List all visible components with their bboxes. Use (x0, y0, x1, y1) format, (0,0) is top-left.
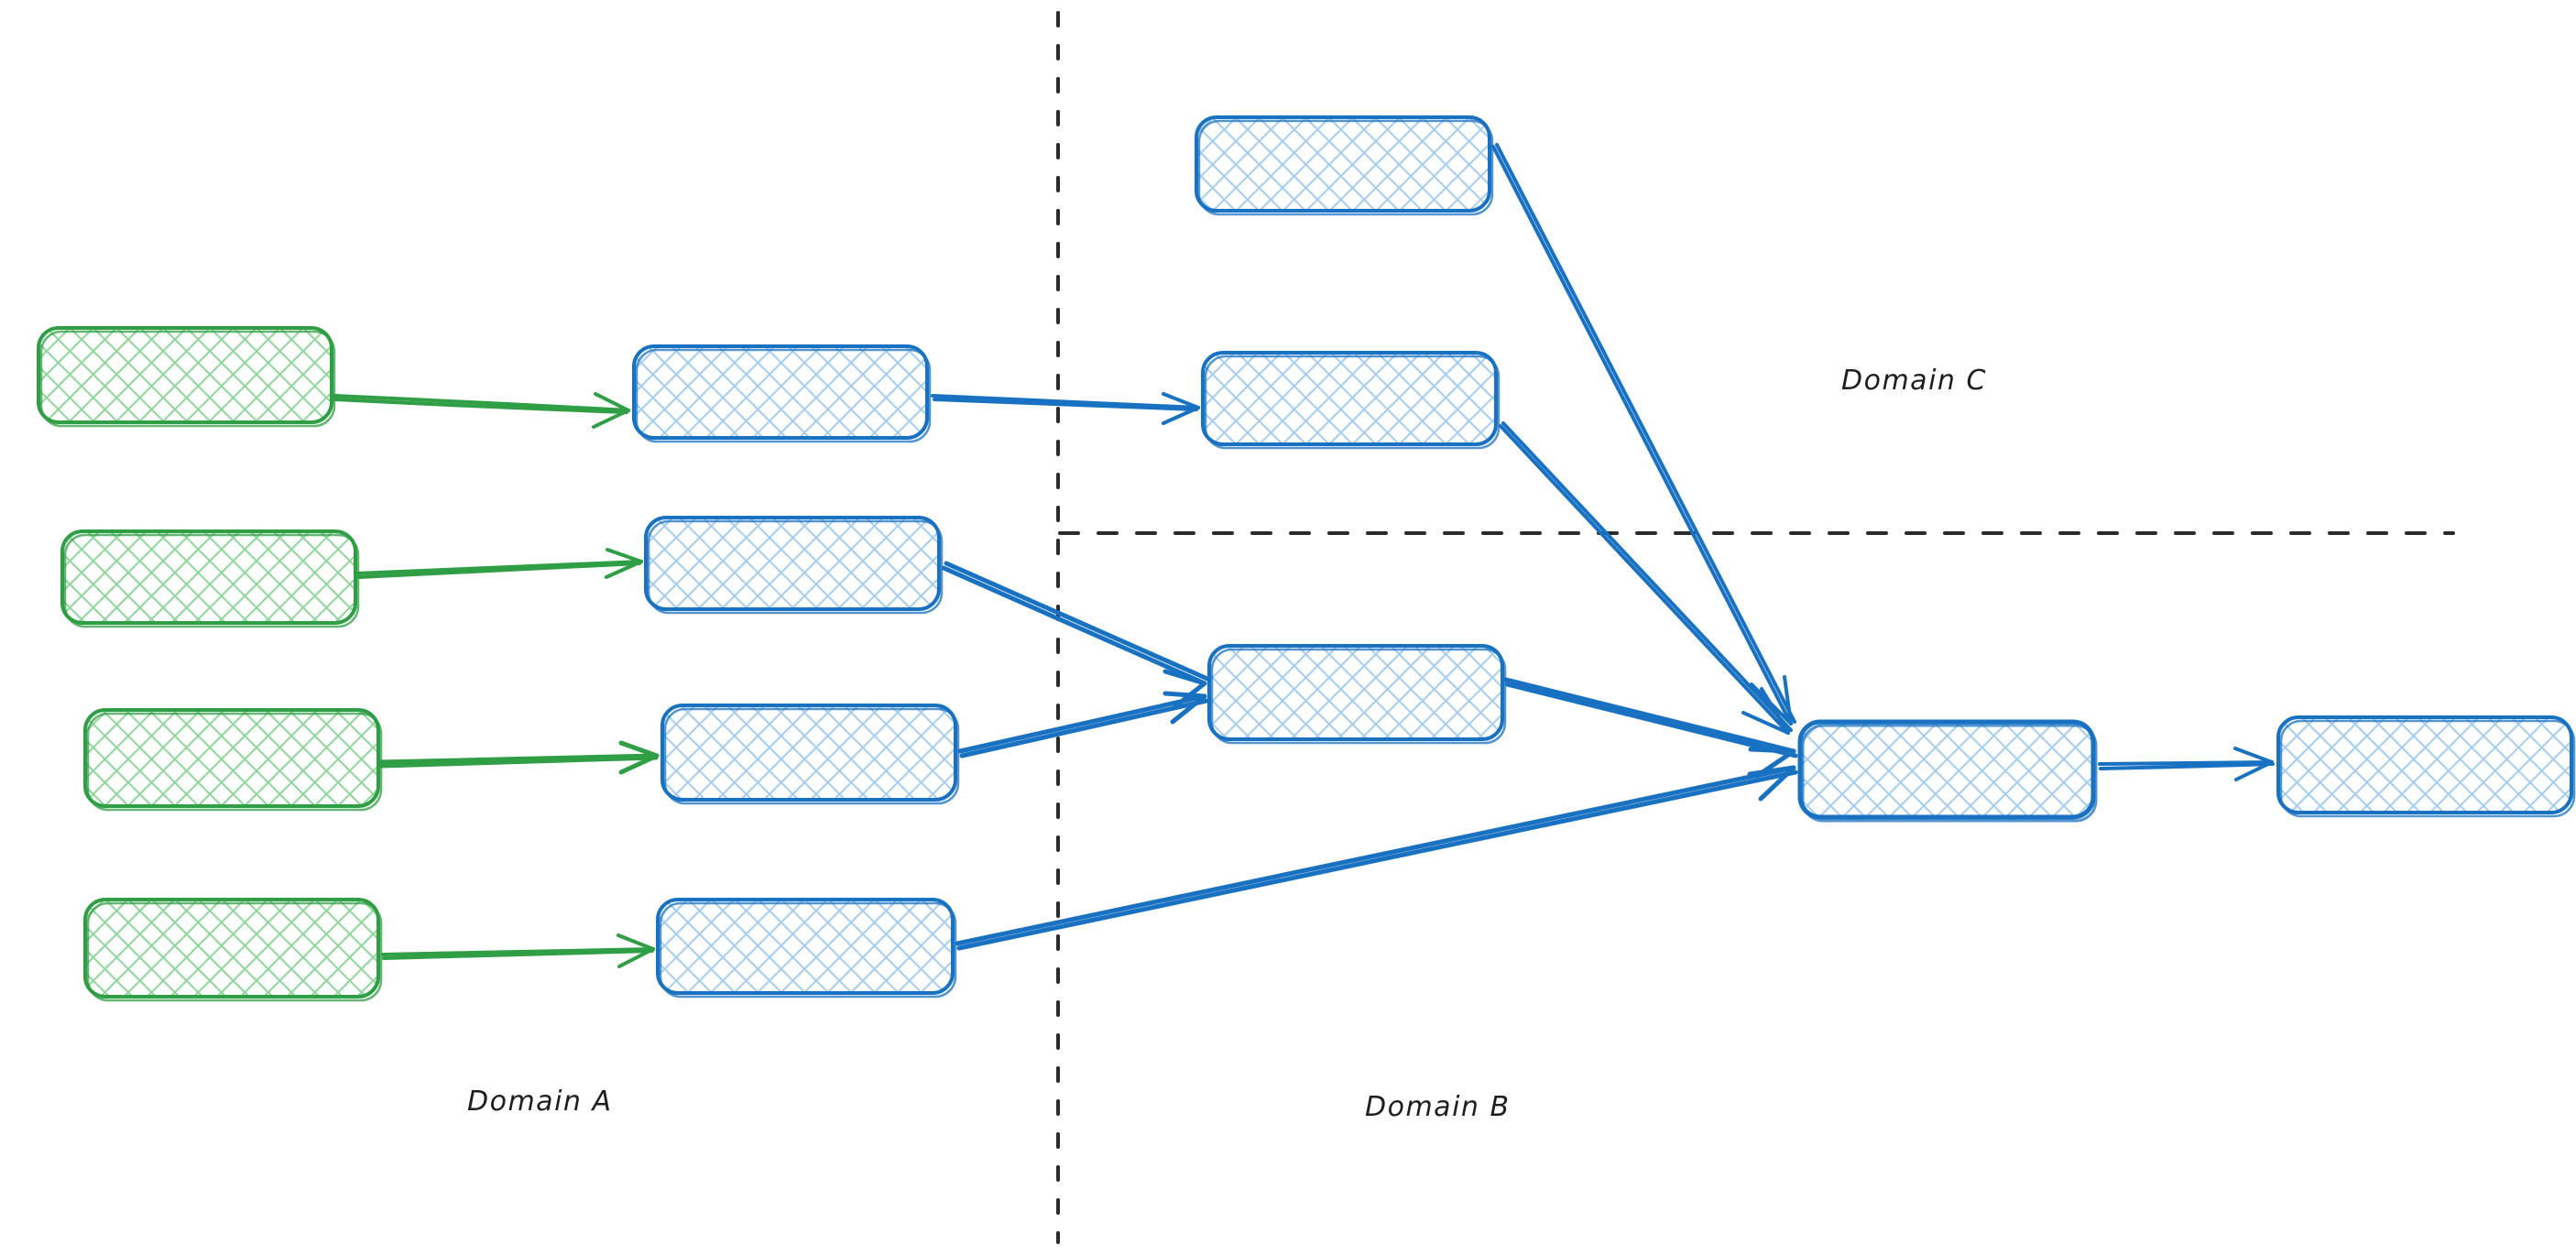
edge-a4-to-ba4 (381, 933, 655, 968)
node-b-a2[interactable] (644, 516, 944, 615)
domain-labels-layer: Domain A Domain B Domain C (467, 365, 1987, 1123)
node-b-a3[interactable] (660, 704, 960, 805)
node-c1[interactable] (1195, 115, 1494, 216)
node-b1[interactable] (1207, 644, 1507, 745)
edge-c2-to-hub (1499, 421, 1793, 735)
node-a2[interactable] (60, 529, 360, 628)
dividers-layer (1056, 11, 2455, 1244)
edge-a3-to-ba3 (377, 740, 660, 775)
edge-a2-to-ba2 (355, 548, 643, 579)
node-c2[interactable] (1201, 351, 1501, 450)
edge-ba3-to-b1 (957, 691, 1209, 758)
node-a3[interactable] (83, 708, 383, 812)
domain-label-c: Domain C (1841, 365, 1987, 397)
edge-b1-to-hub (1503, 677, 1798, 779)
node-a4[interactable] (83, 898, 383, 1002)
edge-ba2-to-b1 (941, 561, 1210, 709)
node-a1[interactable] (37, 326, 336, 428)
node-b-a1[interactable] (632, 344, 932, 443)
domain-label-a: Domain A (467, 1086, 612, 1118)
nodes-layer (37, 115, 2576, 1002)
edge-c1-to-hub (1491, 143, 1796, 726)
node-out[interactable] (2276, 715, 2576, 818)
edge-ba4-to-hub (955, 765, 1798, 951)
edge-hub-to-out (2098, 747, 2275, 781)
node-hub[interactable] (1797, 719, 2098, 823)
edges-layer (332, 143, 2275, 968)
edge-ba1-to-c2 (931, 392, 1200, 425)
node-b-a4[interactable] (656, 898, 957, 999)
edge-a1-to-ba1 (332, 392, 630, 429)
domain-label-b: Domain B (1365, 1091, 1511, 1123)
